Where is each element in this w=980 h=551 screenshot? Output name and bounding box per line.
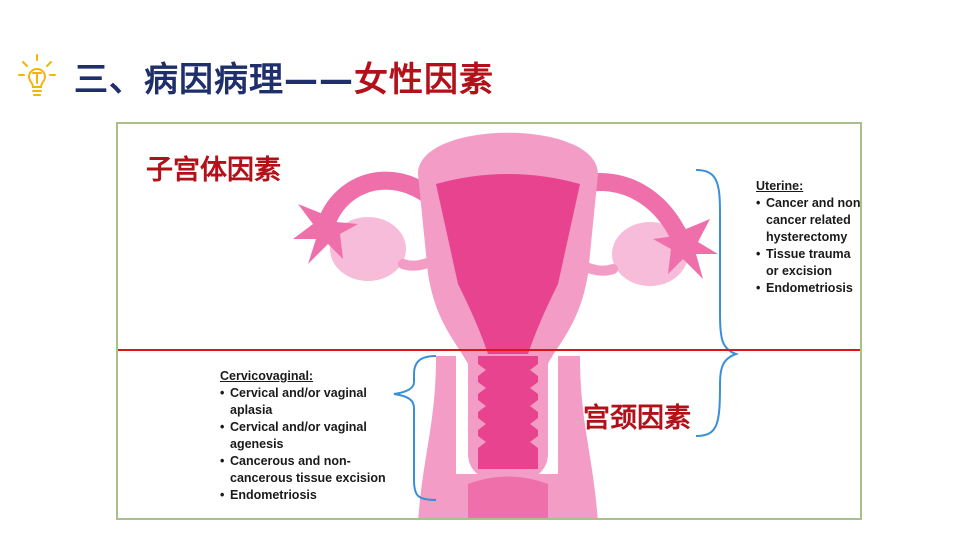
title-highlight: 女性因素 xyxy=(354,59,494,100)
list-item: Cancerous and non-cancerous tissue excis… xyxy=(220,453,395,487)
cervix-factor-label: 宫颈因素 xyxy=(583,403,691,434)
cervical-canal xyxy=(478,356,538,469)
uterine-list: Cancer and non-cancer related hysterecto… xyxy=(756,195,860,297)
divider-line xyxy=(118,349,860,351)
left-fimbriae xyxy=(293,199,358,264)
uterus-figure: 子宫体因素 Uterine: Cancer and non-cancer rel… xyxy=(116,122,862,520)
right-fimbriae xyxy=(653,214,718,279)
uterus-illustration xyxy=(293,132,739,518)
list-item: Endometriosis xyxy=(220,487,395,504)
cervicovaginal-list: Cervical and/or vaginal aplasia Cervical… xyxy=(220,385,395,504)
left-ovary xyxy=(330,217,406,281)
title-row: 三、病因病理——女性因素 xyxy=(18,48,494,104)
page-title: 三、病因病理——女性因素 xyxy=(74,52,494,101)
title-main: 三、病因病理—— xyxy=(74,59,354,100)
list-item: Cervical and/or vaginal agenesis xyxy=(220,419,395,453)
cervicovaginal-note: Cervicovaginal: Cervical and/or vaginal … xyxy=(220,368,395,504)
list-item: Cervical and/or vaginal aplasia xyxy=(220,385,395,419)
cervicovaginal-heading: Cervicovaginal: xyxy=(220,369,314,383)
vaginal-wall-left xyxy=(418,356,456,518)
lightbulb-icon xyxy=(18,54,56,96)
uterine-body-factor-label: 子宫体因素 xyxy=(146,155,281,186)
list-item: Tissue trauma or excision xyxy=(756,246,860,280)
uterine-cavity xyxy=(436,174,580,354)
uterine-note: Uterine: Cancer and non-cancer related h… xyxy=(756,178,860,297)
vaginal-wall-right xyxy=(558,356,598,518)
uterine-bracket xyxy=(695,169,739,437)
list-item: Endometriosis xyxy=(756,280,860,297)
list-item: Cancer and non-cancer related hysterecto… xyxy=(756,195,860,246)
uterine-heading: Uterine: xyxy=(756,179,804,193)
